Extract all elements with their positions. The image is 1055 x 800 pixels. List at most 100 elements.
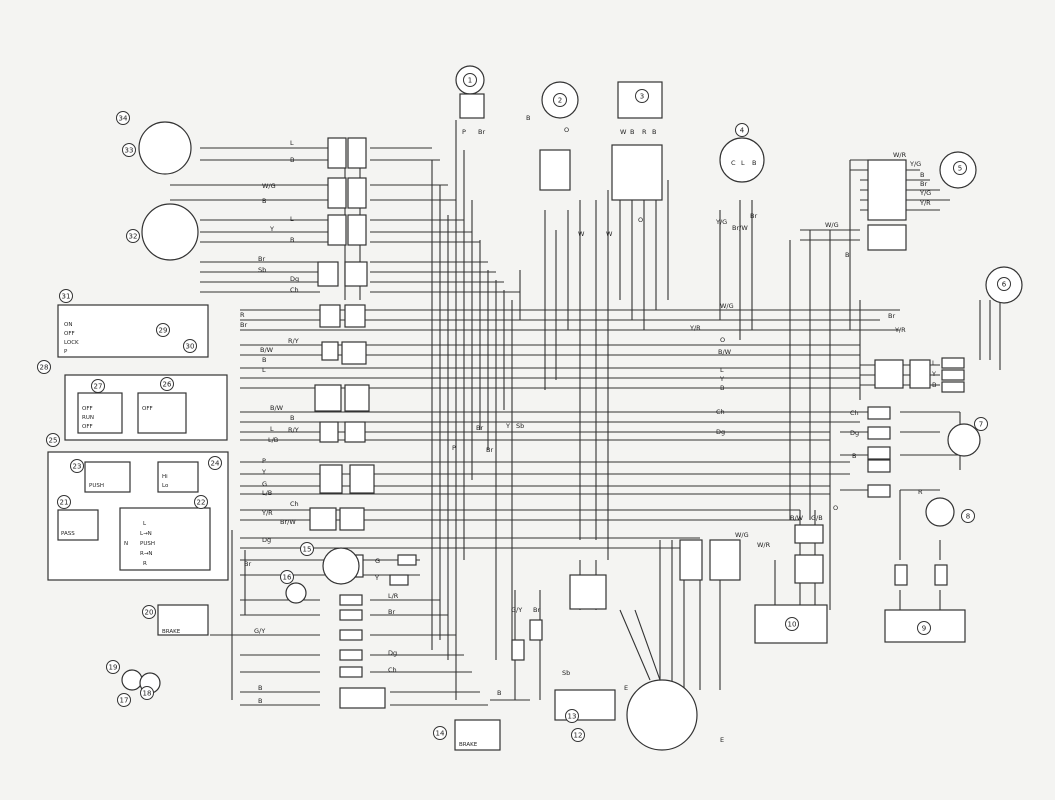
wc-tl-4: L: [290, 215, 294, 223]
stop-run: RUN: [82, 415, 94, 421]
wc-c-22: O: [638, 216, 643, 224]
c4-wire-yg: Y/G: [715, 218, 727, 226]
marker-c15: [300, 542, 314, 556]
marker-label-c1: 1: [468, 77, 472, 85]
marker-c30: [183, 339, 197, 353]
main-on: ON: [64, 322, 72, 328]
wc-r-9: Y/R: [894, 326, 906, 334]
wc-c-12: G/Y: [511, 606, 522, 614]
horn-push: PUSH: [89, 483, 104, 489]
marker-label-c21: 21: [60, 499, 69, 507]
front-brake-switch: [157, 604, 209, 636]
stop-off-2: OFF: [82, 424, 93, 430]
wc-c-20: Br: [486, 446, 493, 454]
wc-c-4: L: [720, 366, 724, 374]
c2-code-b: B: [526, 114, 530, 122]
front-brake-label: BRAKE: [162, 629, 181, 635]
marker-c8: [961, 509, 975, 523]
main-off: OFF: [64, 331, 75, 337]
wc-c-7: Ch: [716, 408, 725, 416]
wc-r-11: Y: [931, 370, 936, 378]
marker-label-c13: 13: [568, 713, 577, 721]
c4-wire-br: Br: [750, 212, 757, 220]
wc-r-6: W/G: [825, 221, 839, 229]
component-bodies: [121, 65, 1023, 751]
wc-r-12: B: [932, 381, 936, 389]
light-switch: [137, 392, 187, 434]
wc-ll-12: Dg: [262, 536, 271, 544]
wc-ll-6: Y: [261, 468, 266, 476]
wc-ll-1: B: [290, 414, 294, 422]
marker-c10: [785, 617, 799, 631]
marker-label-c5: 5: [958, 165, 962, 173]
marker-label-c33: 33: [125, 147, 134, 155]
wc-bl-8: B: [258, 697, 262, 705]
marker-c24: [208, 456, 222, 470]
marker-c13: [565, 709, 579, 723]
marker-c19: [106, 660, 120, 674]
marker-label-c17: 17: [120, 697, 129, 705]
wc-r-0: W/R: [893, 151, 907, 159]
wc-r-19: W/G: [735, 531, 749, 539]
marker-c14: [433, 726, 447, 740]
wc-c-1: Y/R: [689, 324, 701, 332]
wc-c-9: Sb: [516, 422, 524, 430]
wc-c-21: B: [497, 689, 501, 697]
wc-c-19: Y: [505, 422, 510, 430]
wc-r-4: Y/G: [919, 189, 931, 197]
wc-tl-5: Y: [269, 225, 274, 233]
marker-label-c9: 9: [922, 625, 926, 633]
wc-ll-7: G: [262, 480, 267, 488]
c3-code-w: W: [620, 128, 627, 136]
dimmer-switch: [157, 461, 199, 493]
c3-code-b1: B: [630, 128, 634, 136]
dimmer-hi: Hi: [162, 474, 168, 480]
c3-code-b2: B: [652, 128, 656, 136]
marker-label-c27: 27: [94, 383, 103, 391]
wc-bl-1: Y: [374, 574, 379, 582]
c1-code-p: P: [462, 128, 466, 136]
wc-ml-0: Br: [258, 255, 265, 263]
wc-c-5: Y: [719, 375, 724, 383]
wc-r-17: O: [833, 504, 838, 512]
marker-c2: [553, 93, 567, 107]
wc-c-3: B/W: [718, 348, 732, 356]
marker-c7: [974, 417, 988, 431]
marker-c3: [635, 89, 649, 103]
marker-label-c7: 7: [979, 421, 983, 429]
pass-switch: [57, 509, 99, 541]
wc-ml-4: R: [240, 311, 245, 319]
starter-switch: [119, 507, 211, 571]
wc-ll-2: L: [270, 425, 274, 433]
c4-code-b: B: [752, 159, 756, 167]
marker-label-c18: 18: [143, 690, 152, 698]
marker-label-c14: 14: [436, 730, 445, 738]
wc-bl-7: B: [258, 684, 262, 692]
marker-c1: [463, 73, 477, 87]
wc-r-10: L: [932, 359, 936, 367]
c4-wire-brw: Br/W: [732, 224, 748, 232]
dimmer-lo: Lo: [162, 483, 169, 489]
wc-bl-2: L/R: [388, 592, 399, 600]
wc-ll-11: Br/W: [280, 518, 296, 526]
wc-ml-6: R/Y: [288, 337, 299, 345]
wc-r-3: Br: [920, 180, 927, 188]
starter-l-n: L→N: [140, 531, 152, 537]
marker-c27: [91, 379, 105, 393]
wc-tl-6: B: [290, 236, 294, 244]
c2-code-o: O: [564, 126, 569, 134]
wc-ml-8: B: [262, 356, 266, 364]
marker-c32: [126, 229, 140, 243]
wc-ll-8: L/B: [262, 489, 272, 497]
c4-code-c: C: [731, 159, 736, 167]
stop-off-1: OFF: [82, 406, 93, 412]
marker-label-c32: 32: [129, 233, 138, 241]
marker-c18: [140, 686, 154, 700]
wc-ll-10: Y/R: [261, 509, 273, 517]
wc-c-10: W: [578, 230, 585, 238]
marker-c22: [194, 495, 208, 509]
starter-push: PUSH: [140, 541, 155, 547]
marker-label-c23: 23: [73, 463, 82, 471]
switch-label-text: ON OFF LOCK P OFF RUN OFF OFF Hi Lo PUSH…: [61, 322, 478, 748]
marker-label-c26: 26: [163, 381, 172, 389]
